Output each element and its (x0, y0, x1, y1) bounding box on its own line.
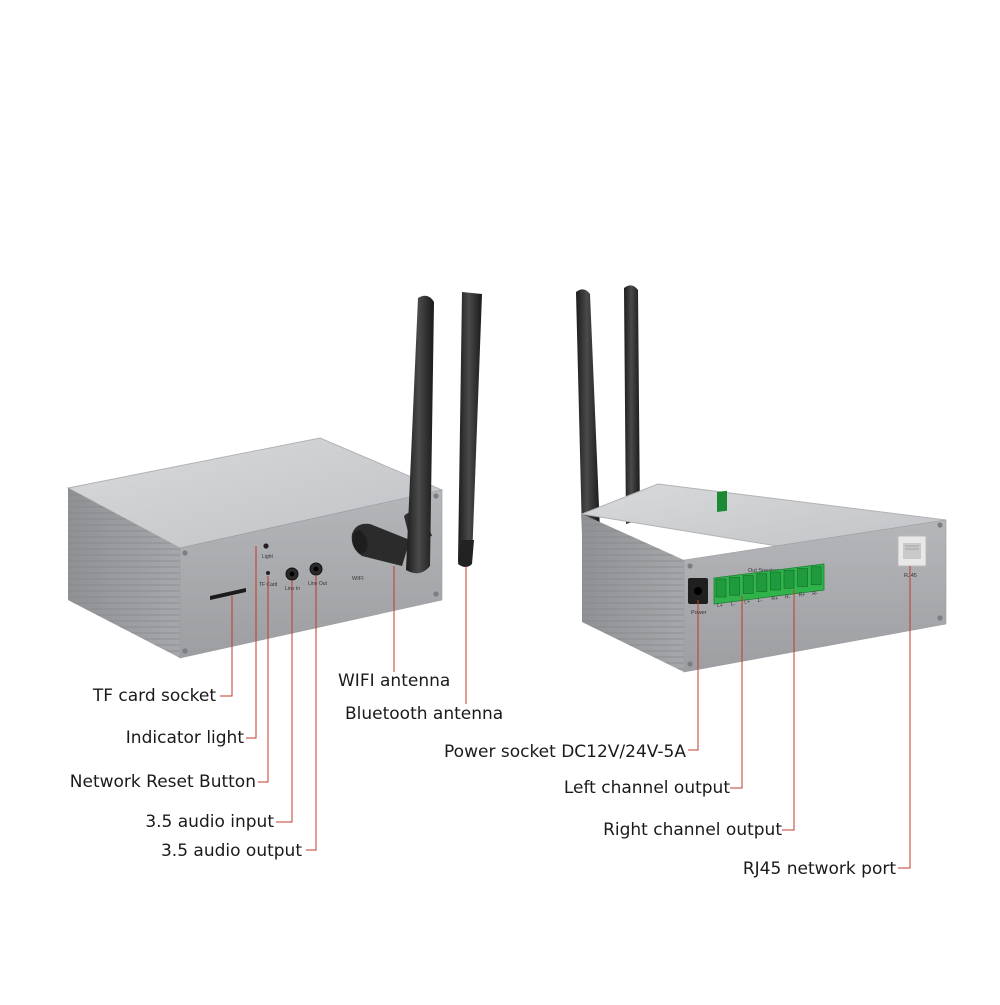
leader-reset (258, 576, 269, 783)
terminal-label: R- (785, 594, 791, 600)
callout-wifi-antenna: WIFI antenna (338, 671, 451, 691)
panel-label-line-in: Line In (285, 586, 300, 592)
leader-tf-card (220, 596, 233, 697)
leader-lines (220, 546, 911, 869)
callout-network-reset-button: Network Reset Button (69, 772, 256, 792)
tf-card-slot (210, 588, 246, 600)
callout-indicator-light: Indicator light (125, 728, 244, 748)
callout-power-socket: Power socket DC12V/24V-5A (444, 742, 686, 762)
speaker-terminal-slot (756, 573, 768, 593)
callout-bluetooth-antenna: Bluetooth antenna (345, 704, 504, 724)
speaker-terminal-slot (783, 569, 795, 589)
callout-left-channel-output: Left channel output (563, 778, 730, 798)
leader-right-channel (782, 590, 795, 831)
speaker-terminals: L+ L- L+ L- R+ R- R+ R- (715, 566, 822, 609)
terminal-label: R+ (771, 596, 778, 602)
callout-right-channel-output: Right channel output (603, 820, 782, 840)
panel-label-light: Light (262, 554, 273, 560)
leader-audio-in (276, 580, 293, 823)
callout-rj45-network-port: RJ45 network port (742, 859, 896, 879)
panel-label-line-out: Line Out (308, 581, 328, 587)
rj45-port (897, 535, 927, 567)
indicator-light-dot (263, 543, 269, 549)
leader-rj45 (898, 566, 911, 869)
wifi-antenna-graphic (406, 295, 434, 574)
terminal-label: L+ (744, 600, 750, 606)
speaker-terminal-block (713, 490, 825, 605)
panel-label-power: Power (691, 610, 707, 616)
panel-label-out-speaker: Out Speaker (748, 568, 779, 574)
speaker-terminal-slot (729, 576, 740, 596)
leader-indicator (246, 546, 257, 739)
speaker-terminal-slot (797, 568, 808, 587)
front-device: Light TF Card Line In Line Out WIFI (66, 292, 482, 659)
reset-button-hole (266, 571, 270, 575)
terminal-label: L- (758, 598, 763, 604)
callout-audio-input: 3.5 audio input (145, 812, 274, 832)
terminal-label: L+ (717, 603, 723, 609)
terminal-label: R+ (799, 593, 806, 599)
bluetooth-antenna-graphic (458, 292, 482, 566)
leader-left-channel (730, 596, 743, 789)
speaker-terminal-slot (810, 566, 822, 586)
callout-tf-card-socket: TF card socket (92, 686, 216, 706)
speaker-terminal-slot (742, 575, 754, 594)
speaker-terminal-slot (770, 571, 781, 591)
panel-label-wifi: WIFI (352, 576, 364, 582)
leader-audio-out (306, 575, 317, 851)
terminal-label: R- (812, 591, 818, 597)
terminal-label: L- (731, 601, 736, 607)
speaker-terminal-slot (715, 578, 727, 598)
leader-power (688, 600, 699, 751)
back-device: Power Out Speaker L+L-L+L-R+R-R+R- RJ45 (576, 285, 947, 673)
callout-audio-output: 3.5 audio output (160, 841, 302, 861)
